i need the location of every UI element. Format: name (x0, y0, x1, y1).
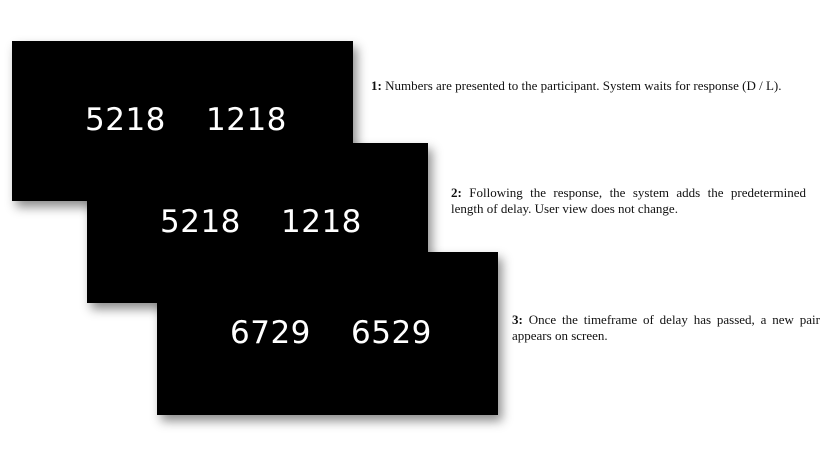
step-text: Numbers are presented to the participant… (381, 78, 782, 93)
step-label: 3: (512, 312, 523, 327)
left-number: 5218 (85, 102, 166, 138)
step-description-3: 3: Once the timeframe of delay has passe… (512, 312, 820, 344)
left-number: 6729 (230, 315, 311, 351)
right-number: 1218 (281, 204, 362, 240)
step-label: 2: (451, 185, 462, 200)
step-text: Once the timeframe of delay has passed, … (512, 312, 820, 343)
step-label: 1: (371, 78, 382, 93)
left-number: 5218 (160, 204, 241, 240)
step-description-2: 2: Following the response, the system ad… (451, 185, 806, 217)
right-number: 6529 (351, 315, 432, 351)
stimulus-screen-3: 6729 6529 (157, 252, 498, 415)
step-text: Following the response, the system adds … (451, 185, 806, 216)
right-number: 1218 (206, 102, 287, 138)
step-description-1: 1: Numbers are presented to the particip… (371, 78, 816, 94)
